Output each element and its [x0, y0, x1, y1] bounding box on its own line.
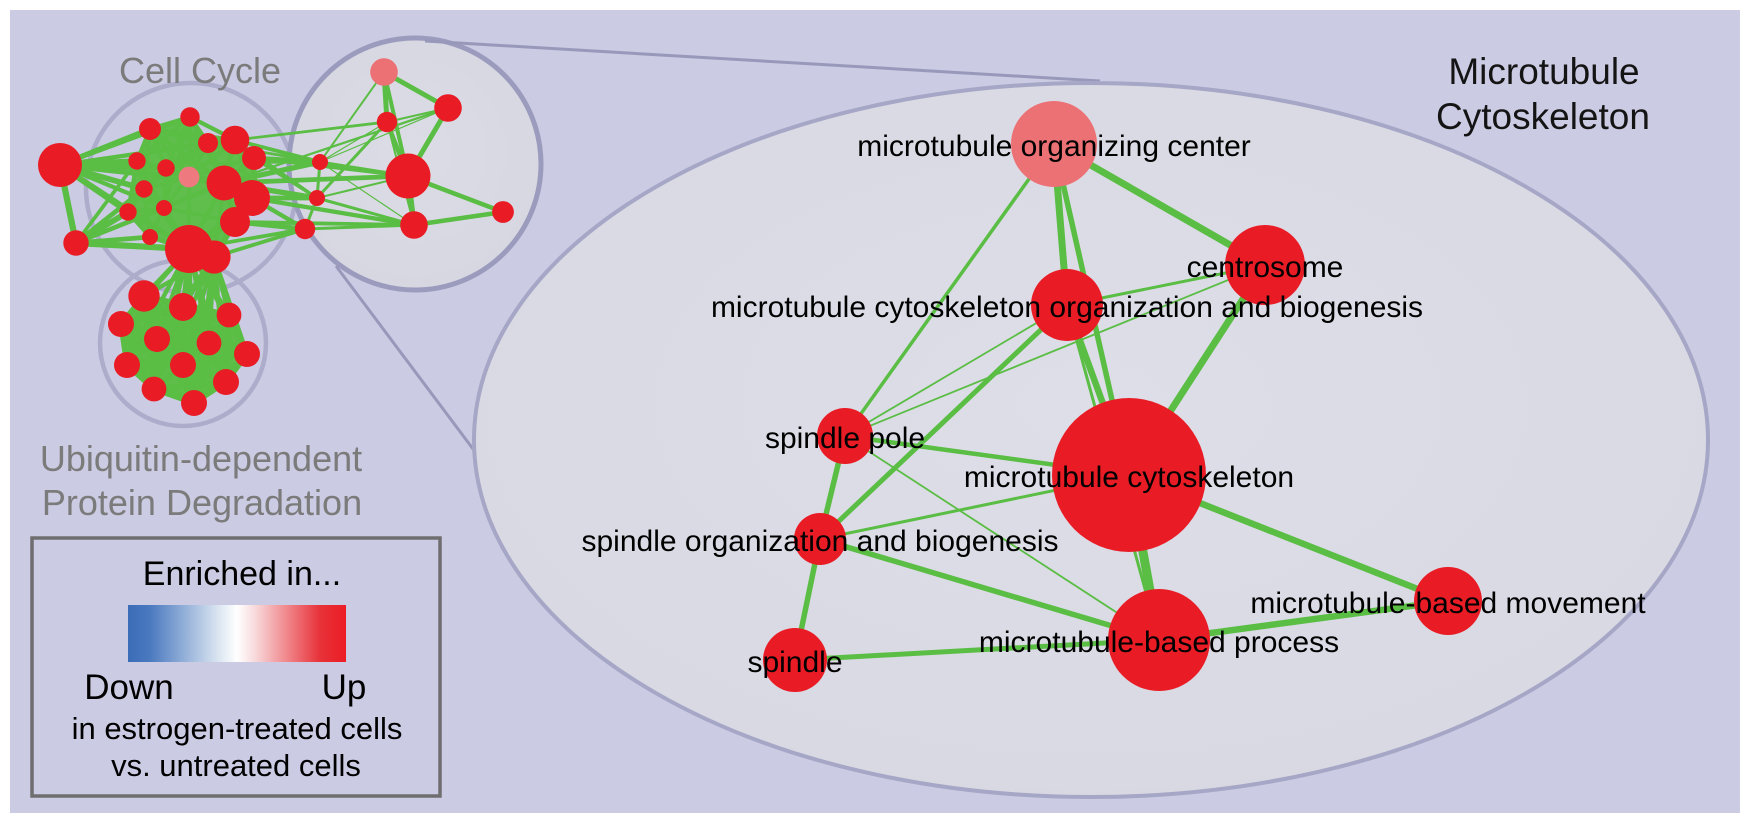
overview-node-a15: [220, 207, 250, 237]
overview-edge: [413, 209, 504, 228]
overview-edge: [234, 220, 415, 227]
legend-up-label: Up: [322, 668, 367, 707]
zoom-edge: [844, 435, 1160, 641]
cell-cycle-label: Cell Cycle: [119, 50, 281, 91]
overview-node-u5: [196, 330, 222, 356]
zoom-node-sp: [817, 408, 873, 464]
zoom-node-label-mco: microtubule cytoskeleton organization an…: [711, 291, 1423, 324]
overview-edge: [304, 223, 415, 231]
overview-node-a1: [38, 143, 82, 187]
overview-node-a4: [198, 133, 218, 153]
zoom-node-label-mbm: microtubule-based movement: [1250, 587, 1646, 620]
legend-gradient-bar: [128, 605, 346, 662]
zoom-node-mco: [1031, 269, 1103, 341]
overview-node-m_mco: [376, 111, 398, 133]
overview-node-m_moc: [370, 58, 398, 86]
overview-node-a10: [135, 180, 153, 198]
zoom-node-label-moc: microtubule organizing center: [857, 130, 1251, 163]
overview-node-a16: [63, 230, 89, 256]
zoom-edge: [843, 142, 1056, 438]
overview-edge: [74, 159, 139, 245]
overview-node-a7: [128, 152, 146, 170]
overview-node-u1: [128, 280, 160, 312]
overview-edge: [319, 161, 415, 226]
zoom-node-mbp: [1108, 589, 1210, 691]
overview-node-u8: [114, 352, 140, 378]
ubiquitin-label-line2: Protein Degradation: [42, 482, 362, 523]
zoom-node-label-mc: microtubule cytoskeleton: [964, 461, 1294, 494]
ubiquitin-label-line1: Ubiquitin-dependent: [40, 438, 362, 479]
overview-node-m_sob: [309, 190, 325, 206]
zoom-node-label-sob: spindle organization and biogenesis: [581, 525, 1058, 558]
overview-node-u4: [144, 326, 170, 352]
zoom-node-moc: [1011, 101, 1097, 187]
overview-edge: [319, 107, 449, 163]
zoom-node-centrosome: [1225, 225, 1305, 305]
overview-node-a8: [157, 159, 175, 177]
overview-node-u9: [170, 352, 196, 378]
overview-node-a13: [206, 165, 242, 201]
overview-edge: [234, 120, 388, 142]
zoom-node-spindle: [763, 628, 827, 692]
zoom-node-sob: [794, 513, 846, 565]
overview-node-a11: [156, 200, 172, 216]
overview-node-m_cen: [434, 94, 462, 122]
overview-node-a2: [139, 118, 161, 140]
overview-node-a12: [119, 203, 137, 221]
zoom-edge: [819, 536, 1160, 643]
overview-node-a9: [178, 166, 200, 188]
overview-node-u3: [108, 311, 134, 337]
overview-node-a5: [220, 125, 250, 155]
overview-edge: [316, 196, 415, 227]
overview-node-m_spindle: [294, 218, 316, 240]
overview-node-a19: [142, 229, 158, 245]
overview-edge: [315, 120, 389, 200]
title-label-line2: Cytoskeleton: [1436, 96, 1650, 137]
legend-title: Enriched in...: [143, 555, 341, 593]
zoom-edge: [844, 264, 1266, 437]
overview-node-m_mc: [385, 153, 431, 199]
overview-node-a6: [242, 146, 266, 170]
overview-node-u6: [216, 302, 242, 328]
legend-box: [30, 536, 442, 798]
overview-node-a14: [234, 180, 270, 216]
overview-node-u11: [213, 369, 239, 395]
overview-node-m_mbm: [492, 201, 514, 223]
overview-node-a3: [180, 107, 200, 127]
overview-edge: [74, 187, 146, 245]
overview-node-m_mbp: [400, 211, 428, 239]
overview-edge: [251, 195, 415, 228]
zoom-edge: [794, 637, 1160, 663]
zoom-node-label-centrosome: centrosome: [1187, 251, 1344, 284]
overview-node-u2: [169, 293, 197, 321]
overview-node-a18: [197, 240, 231, 274]
zoom-node-label-sp: spindle pole: [765, 422, 925, 455]
overview-node-u7: [234, 341, 260, 367]
zoom-edge: [818, 303, 1069, 541]
legend-subtitle-line2: vs. untreated cells: [111, 748, 361, 783]
magnifier-line-1: [424, 39, 1101, 83]
overview-node-m_sp: [312, 154, 328, 170]
legend-down-label: Down: [84, 668, 173, 707]
zoom-edge: [844, 304, 1068, 437]
overview-edge: [223, 106, 449, 185]
overview-edge: [75, 206, 165, 245]
title-label-line1: Microtubule: [1448, 51, 1639, 92]
overview-edge: [135, 115, 192, 163]
zoom-node-label-spindle: spindle: [747, 646, 842, 679]
overview-node-u10: [141, 376, 167, 402]
overview-edge: [319, 121, 388, 163]
zoom-node-mbm: [1414, 567, 1482, 635]
overview-node-u12: [181, 390, 207, 416]
overview-edge: [126, 340, 210, 368]
zoom-node-label-mbp: microtubule-based process: [979, 626, 1339, 659]
legend-subtitle-line1: in estrogen-treated cells: [72, 711, 403, 746]
overview-edge: [319, 71, 385, 163]
zoom-node-mc: [1052, 398, 1206, 552]
